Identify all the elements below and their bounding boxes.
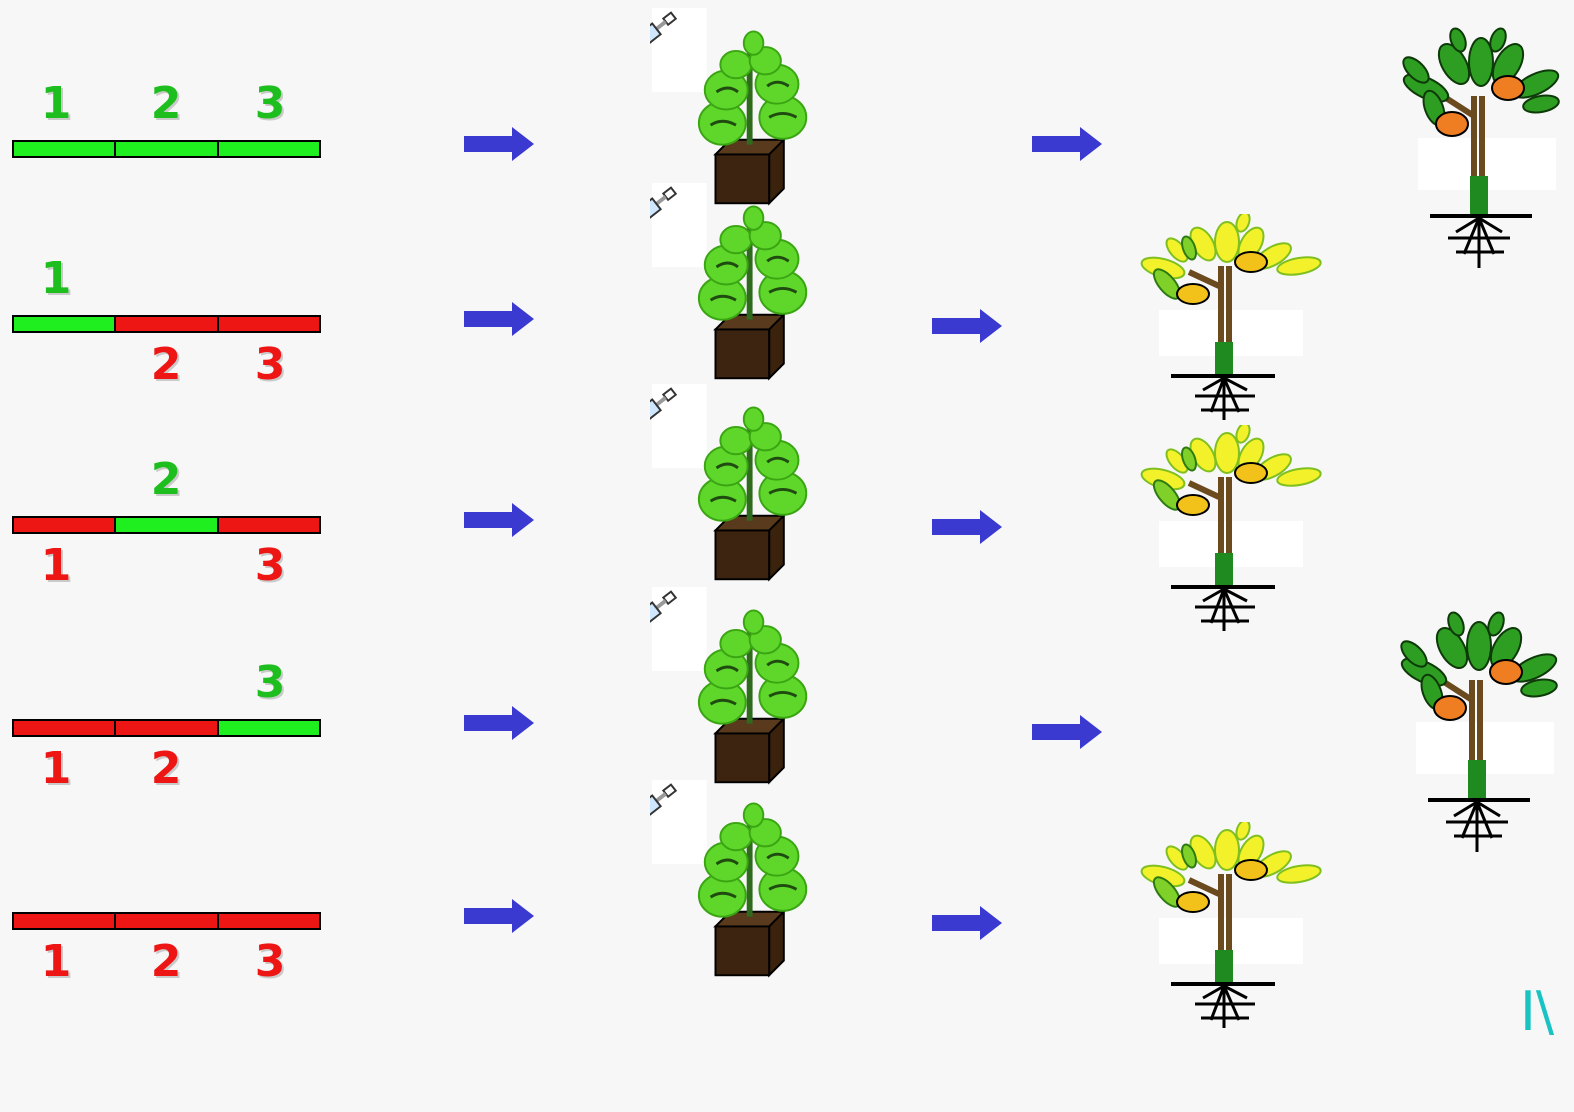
gene-construct-bar: [12, 516, 321, 534]
gene-construct-bar: [12, 912, 321, 930]
segment-label-above: 2: [150, 78, 182, 129]
segment-3-present: [216, 140, 321, 158]
orange-tree-icon: [1386, 26, 1566, 276]
gene-construct-bar: [12, 140, 321, 158]
segment-label-below: 3: [254, 339, 286, 390]
arrow-right-icon: [1032, 715, 1102, 749]
gene-construct-bar: [12, 719, 321, 737]
arrow-right-icon: [464, 302, 534, 336]
segment-1-absent: [12, 516, 117, 534]
arrow-right-icon: [464, 503, 534, 537]
arrow-right-icon: [1032, 127, 1102, 161]
segment-label-below: 3: [254, 540, 286, 591]
segment-2-absent: [114, 719, 219, 737]
arrow-right-icon: [932, 510, 1002, 544]
arrow-right-icon: [464, 706, 534, 740]
segment-label-above: 1: [40, 253, 72, 304]
segment-1-present: [12, 315, 117, 333]
yellow-tree-icon: [1120, 822, 1326, 1032]
segment-label-below: 1: [40, 743, 72, 794]
arrow-right-icon: [464, 127, 534, 161]
segment-label-below: 2: [150, 743, 182, 794]
segment-label-above: 3: [254, 657, 286, 708]
slide-corner-mark: I\: [1520, 980, 1555, 1043]
segment-2-present: [114, 516, 219, 534]
segment-label-below: 2: [150, 936, 182, 987]
inoculated-seedling-icon: [650, 587, 820, 792]
construct-row-5: 1 2 3: [0, 912, 1574, 1112]
yellow-tree-icon: [1120, 425, 1326, 635]
segment-label-above: 2: [150, 454, 182, 505]
inoculated-seedling-icon: [650, 780, 820, 985]
yellow-tree-icon: [1120, 214, 1326, 424]
arrow-right-icon: [932, 309, 1002, 343]
segment-3-absent: [216, 516, 321, 534]
segment-label-below: 1: [40, 540, 72, 591]
segment-3-present: [216, 719, 321, 737]
arrow-right-icon: [932, 906, 1002, 940]
inoculated-seedling-icon: [650, 183, 820, 388]
segment-2-absent: [114, 315, 219, 333]
segment-2-absent: [114, 912, 219, 930]
segment-2-present: [114, 140, 219, 158]
arrow-right-icon: [464, 899, 534, 933]
orange-tree-icon: [1384, 610, 1564, 860]
inoculated-seedling-icon: [650, 384, 820, 589]
segment-1-absent: [12, 719, 117, 737]
gene-construct-bar: [12, 315, 321, 333]
segment-label-below: 2: [150, 339, 182, 390]
segment-3-absent: [216, 912, 321, 930]
segment-3-absent: [216, 315, 321, 333]
segment-1-absent: [12, 912, 117, 930]
segment-label-below: 1: [40, 936, 72, 987]
segment-label-above: 1: [40, 78, 72, 129]
segment-label-below: 3: [254, 936, 286, 987]
segment-1-present: [12, 140, 117, 158]
segment-label-above: 3: [254, 78, 286, 129]
